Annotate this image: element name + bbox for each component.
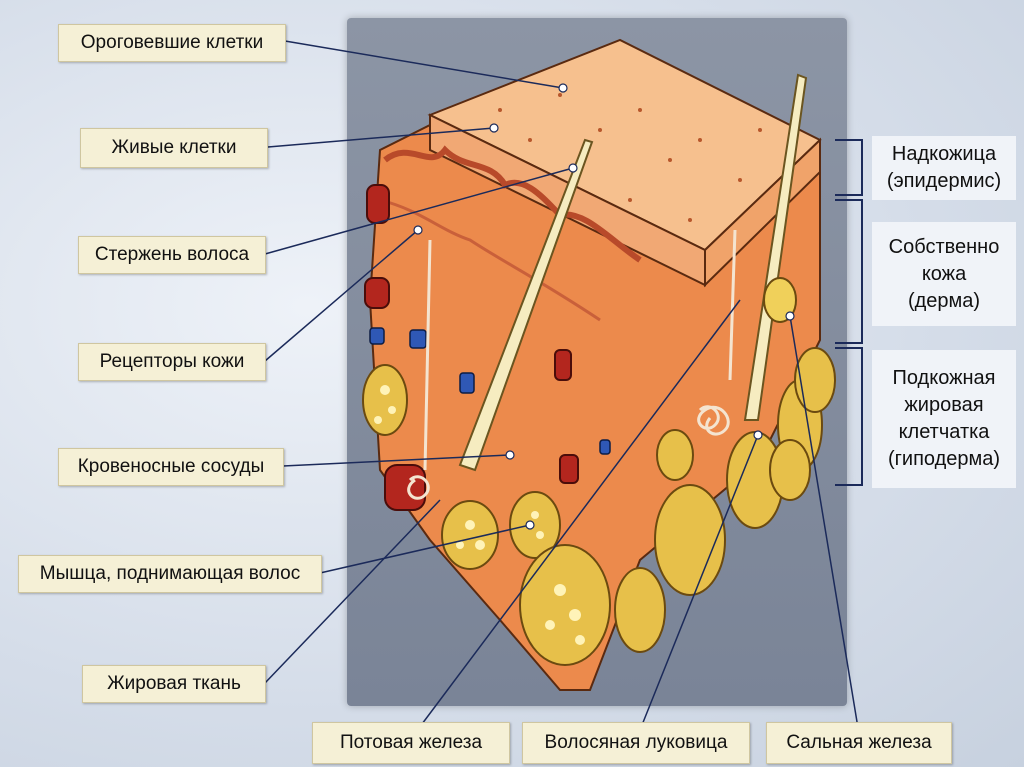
label-epidermis: Надкожица (эпидермис) <box>872 136 1016 200</box>
label-dermis-line3: (дерма) <box>872 288 1016 315</box>
label-living-cells: Живые клетки <box>80 128 268 168</box>
label-hypodermis-line1: Подкожная <box>872 365 1016 392</box>
label-adipose-tissue: Жировая ткань <box>82 665 266 703</box>
label-dermis-line2: кожа <box>872 261 1016 288</box>
label-dermis-line1: Собственно <box>872 234 1016 261</box>
label-sebaceous-gland: Сальная железа <box>766 722 952 764</box>
label-skin-receptors: Рецепторы кожи <box>78 343 266 381</box>
label-sweat-gland: Потовая железа <box>312 722 510 764</box>
label-epidermis-line2: (эпидермис) <box>872 168 1016 195</box>
label-hypodermis-line2: жировая <box>872 392 1016 419</box>
label-blood-vessels: Кровеносные сосуды <box>58 448 284 486</box>
label-dermis: Собственно кожа (дерма) <box>872 222 1016 326</box>
label-hypodermis: Подкожная жировая клетчатка (гиподерма) <box>872 350 1016 488</box>
label-keratinized-cells: Ороговевшие клетки <box>58 24 286 62</box>
label-hair-shaft: Стержень волоса <box>78 236 266 274</box>
label-hypodermis-line3: клетчатка <box>872 419 1016 446</box>
label-epidermis-line1: Надкожица <box>872 141 1016 168</box>
layer-brackets <box>835 140 862 485</box>
label-hair-bulb: Волосяная луковица <box>522 722 750 764</box>
label-arrector-muscle: Мышца, поднимающая волос <box>18 555 322 593</box>
label-hypodermis-line4: (гиподерма) <box>872 446 1016 473</box>
